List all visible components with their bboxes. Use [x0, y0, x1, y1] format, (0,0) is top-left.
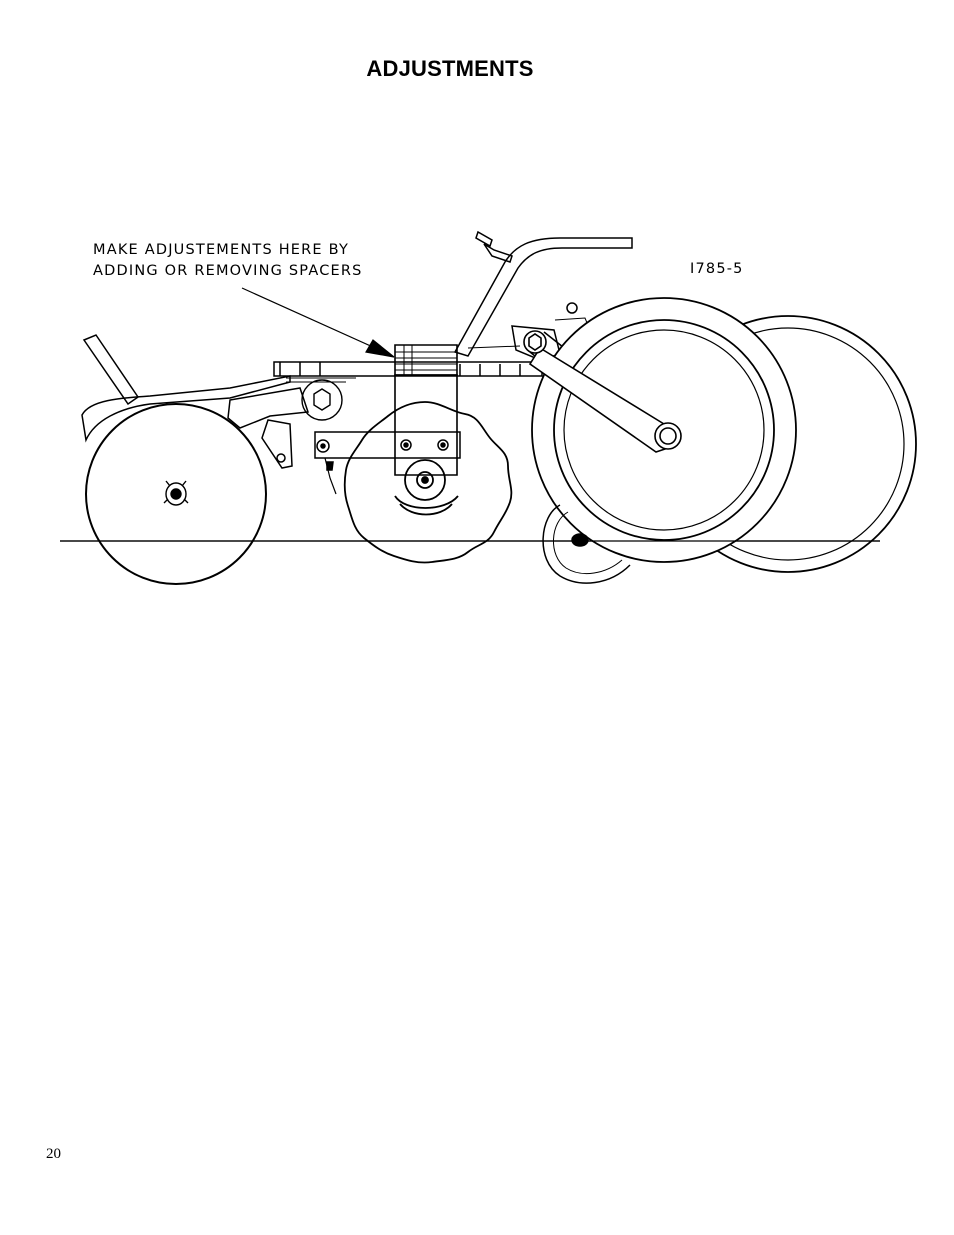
callout-line-2: ADDING OR REMOVING SPACERS [93, 263, 363, 279]
callout-line-1: MAKE ADJUSTEMENTS HERE BY [93, 242, 350, 258]
spiked-closing-wheel [345, 402, 512, 563]
small-closing-disc [543, 505, 630, 583]
front-lever-arm [82, 335, 308, 468]
spacer-stack [395, 345, 457, 375]
main-frame-bar [274, 362, 542, 382]
front-disc-wheel [86, 404, 266, 584]
side-bracket [315, 432, 460, 494]
shank [395, 375, 457, 475]
page-number: 20 [46, 1146, 61, 1162]
planter-row-unit-drawing [0, 220, 954, 600]
depth-handle [455, 232, 632, 356]
page-title: ADJUSTMENTS [366, 56, 534, 81]
figure-id: I785-5 [690, 261, 744, 277]
pivot-bolt [302, 380, 342, 420]
rear-arm-overlay [524, 331, 681, 452]
adjustment-callout-label: MAKE ADJUSTEMENTS HERE BY ADDING OR REMO… [93, 240, 363, 282]
callout-arrow [242, 288, 394, 357]
